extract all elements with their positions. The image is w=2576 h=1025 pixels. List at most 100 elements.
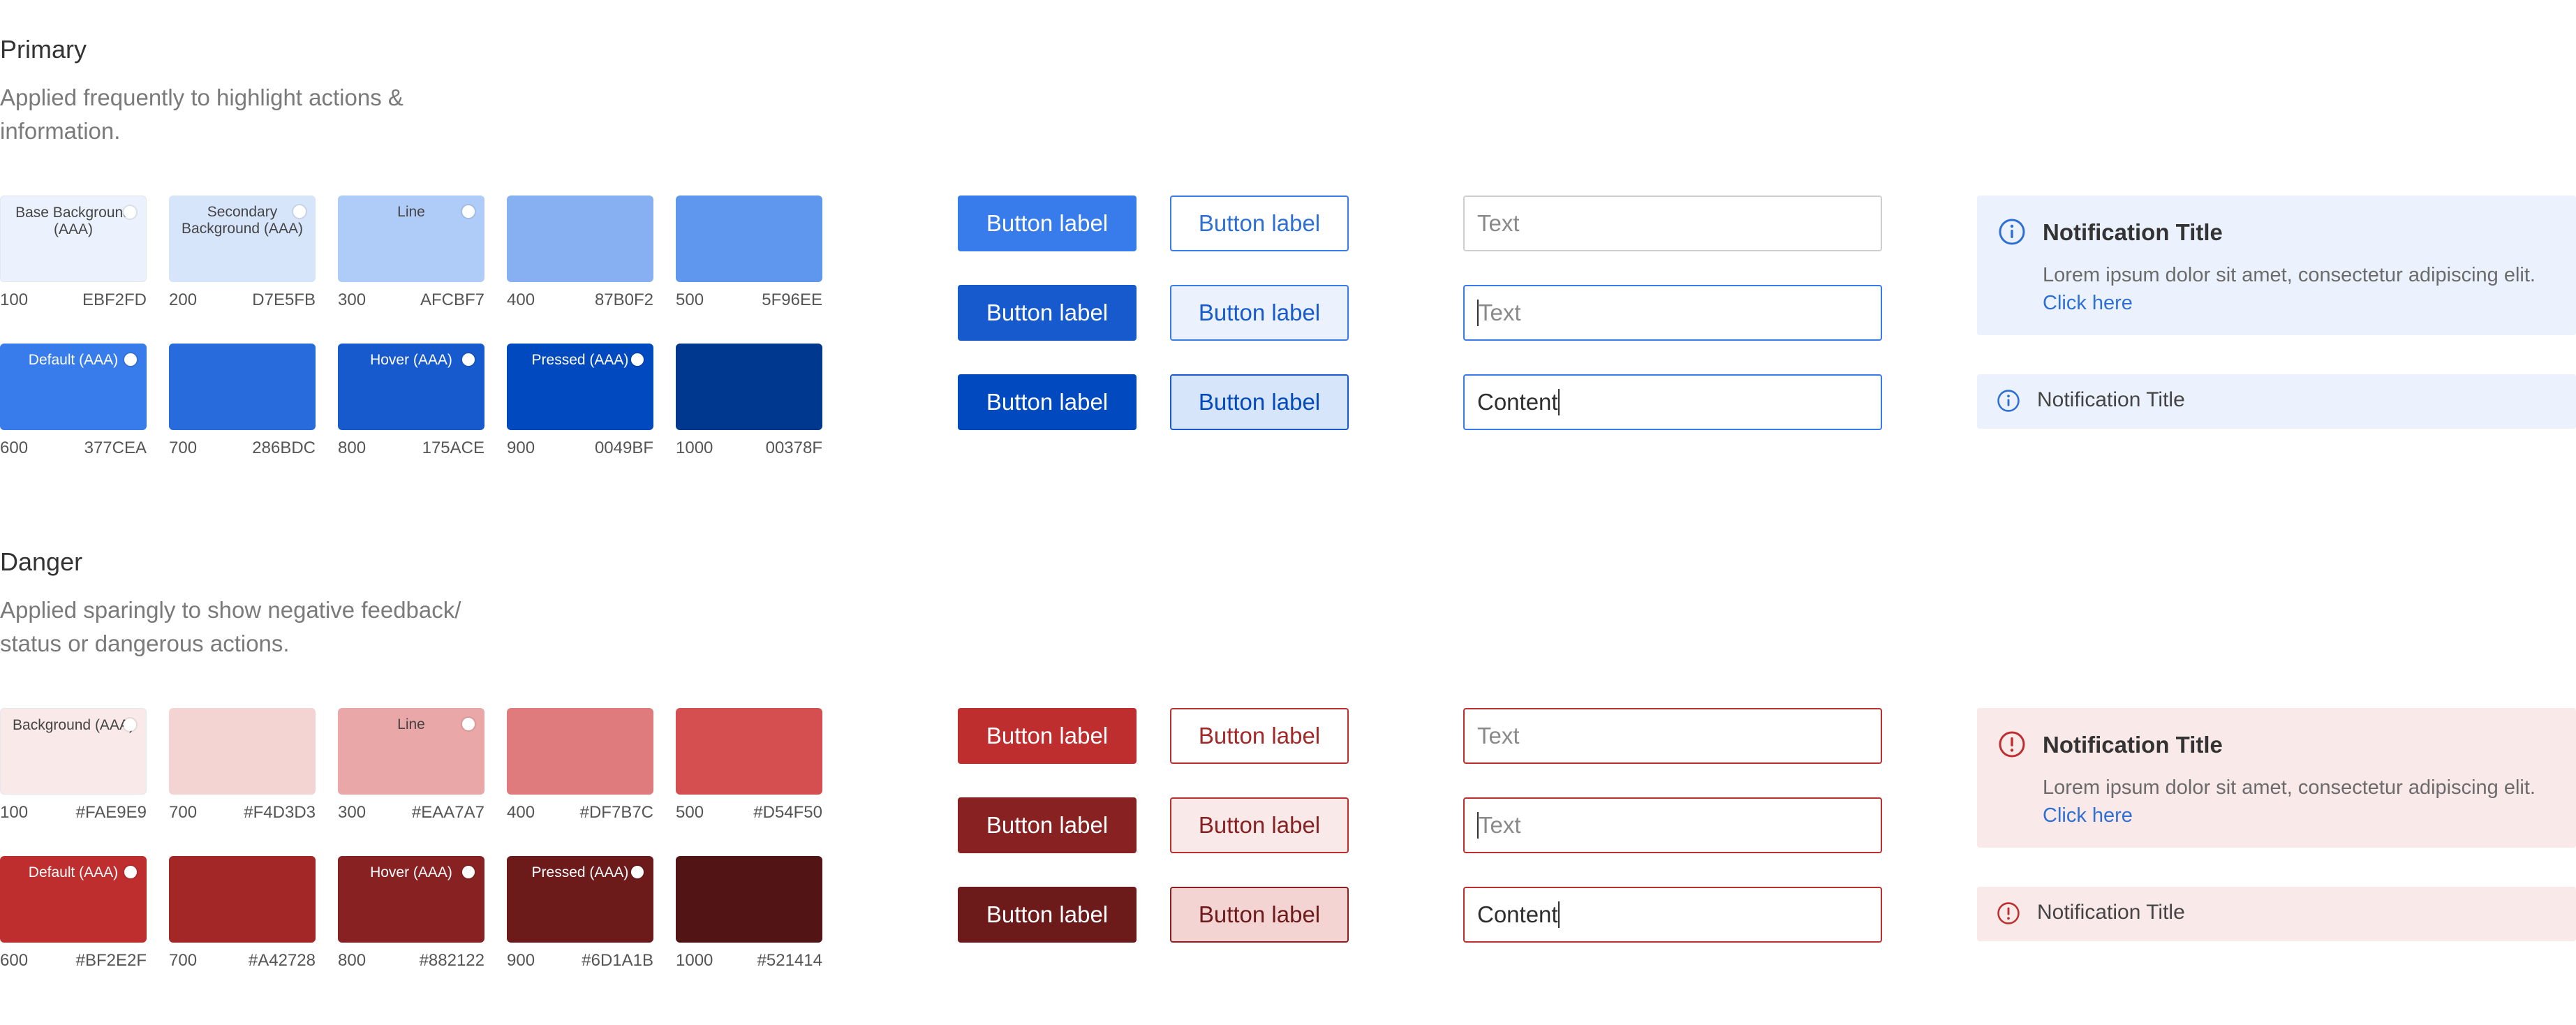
- input-placeholder: Text: [1479, 300, 1521, 325]
- color-swatch: Pressed (AAA): [507, 344, 653, 430]
- error-notification: Notification Title Lorem ipsum dolor sit…: [1977, 708, 2576, 848]
- swatch-number: 300: [338, 290, 367, 309]
- swatch-number: 100: [0, 290, 29, 309]
- input-value: Content: [1477, 389, 1558, 415]
- swatch-label: Line: [397, 716, 425, 732]
- danger-input-filled[interactable]: Content: [1463, 887, 1882, 943]
- color-swatch: [169, 708, 316, 795]
- danger-section: Danger Applied sparingly to show negativ…: [0, 512, 2576, 1025]
- swatch-hex: 0049BF: [594, 438, 653, 457]
- swatch-hex: #D54F50: [753, 803, 822, 822]
- section-description: Applied sparingly to show negative feedb…: [0, 597, 461, 656]
- input-placeholder: Text: [1477, 723, 1520, 749]
- swatch-label: Pressed (AAA): [531, 864, 629, 880]
- text-input-default[interactable]: Text: [1463, 196, 1882, 251]
- swatch-hex: 00378F: [765, 438, 822, 457]
- notification-text: Lorem ipsum dolor sit amet, consectetur …: [2043, 776, 2536, 799]
- swatch-label: Hover (AAA): [370, 864, 452, 880]
- secondary-button-hover[interactable]: Button label: [1170, 285, 1349, 341]
- swatch-number: 400: [507, 290, 535, 309]
- notification-body: Lorem ipsum dolor sit amet, consectetur …: [2043, 774, 2559, 829]
- swatch-hex: 286BDC: [252, 438, 316, 457]
- info-icon: [1997, 390, 2020, 412]
- swatch-hex: #BF2E2F: [75, 951, 147, 970]
- swatch-number: 400: [507, 803, 535, 822]
- swatch-number: 900: [507, 438, 535, 457]
- primary-button-default[interactable]: Button label: [958, 196, 1137, 251]
- section-title: Danger: [0, 547, 83, 576]
- color-swatch: [169, 856, 316, 943]
- danger-input-default[interactable]: Text: [1463, 708, 1882, 764]
- color-swatch: [676, 856, 822, 943]
- notification-title: Notification Title: [2037, 901, 2185, 924]
- swatch-label: Default (AAA): [28, 352, 119, 368]
- selected-indicator-icon: [124, 866, 137, 878]
- info-notification: Notification Title Lorem ipsum dolor sit…: [1977, 196, 2576, 335]
- swatch-number: 600: [0, 951, 29, 970]
- input-placeholder: Text: [1479, 812, 1521, 838]
- input-value: Content: [1477, 901, 1558, 927]
- section-title: Primary: [0, 35, 87, 64]
- danger-input-focused[interactable]: Text: [1463, 797, 1882, 853]
- selected-indicator-icon: [462, 718, 475, 730]
- swatch-hex: #EAA7A7: [411, 803, 484, 822]
- swatch-number: 700: [169, 951, 198, 970]
- swatch-number: 300: [338, 803, 367, 822]
- info-notification-compact: Notification Title: [1977, 374, 2576, 429]
- text-input-focused[interactable]: Text: [1463, 285, 1882, 341]
- color-swatch: [676, 196, 822, 282]
- selected-indicator-icon: [462, 866, 475, 878]
- selected-indicator-icon: [124, 206, 136, 219]
- color-swatch: [507, 196, 653, 282]
- swatch-hex: #521414: [757, 951, 822, 970]
- swatch-label: Pressed (AAA): [531, 352, 629, 368]
- swatch-number: 800: [338, 951, 367, 970]
- color-swatch: [676, 344, 822, 430]
- danger-secondary-button-pressed[interactable]: Button label: [1170, 887, 1349, 943]
- notification-title: Notification Title: [2043, 732, 2223, 758]
- selected-indicator-icon: [293, 205, 306, 218]
- primary-section: Primary Applied frequently to highlight …: [0, 0, 2576, 512]
- danger-button-hover[interactable]: Button label: [958, 797, 1137, 853]
- swatch-label: Secondary Background (AAA): [182, 204, 303, 237]
- color-swatch: Pressed (AAA): [507, 856, 653, 943]
- swatch-hex: 5F96EE: [762, 290, 822, 309]
- danger-button-default[interactable]: Button label: [958, 708, 1137, 764]
- color-swatch: [507, 708, 653, 795]
- swatch-hex: 175ACE: [422, 438, 484, 457]
- notification-title: Notification Title: [2037, 388, 2185, 411]
- color-swatch: Hover (AAA): [338, 344, 484, 430]
- swatch-number: 500: [676, 290, 704, 309]
- swatch-number: 100: [0, 803, 29, 822]
- swatch-hex: #DF7B7C: [579, 803, 653, 822]
- selected-indicator-icon: [462, 205, 475, 218]
- danger-secondary-button-hover[interactable]: Button label: [1170, 797, 1349, 853]
- selected-indicator-icon: [631, 866, 644, 878]
- swatch-hex: D7E5FB: [252, 290, 316, 309]
- danger-secondary-button-default[interactable]: Button label: [1170, 708, 1349, 764]
- selected-indicator-icon: [124, 718, 136, 731]
- primary-button-pressed[interactable]: Button label: [958, 374, 1137, 430]
- notification-link[interactable]: Click here: [2043, 292, 2133, 314]
- swatch-hex: #A42728: [248, 951, 316, 970]
- color-swatch: Background (AAA): [0, 708, 147, 795]
- selected-indicator-icon: [124, 353, 137, 366]
- swatch-label: Line: [397, 204, 425, 220]
- color-swatch: Line: [338, 708, 484, 795]
- swatch-number: 600: [0, 438, 29, 457]
- notification-link[interactable]: Click here: [2043, 804, 2133, 827]
- swatch-number: 700: [169, 438, 198, 457]
- swatch-number: 1000: [676, 951, 713, 970]
- section-description: Applied frequently to highlight actions …: [0, 84, 404, 144]
- notification-text: Lorem ipsum dolor sit amet, consectetur …: [2043, 264, 2536, 286]
- info-icon: [1999, 219, 2025, 245]
- swatch-hex: #882122: [419, 951, 484, 970]
- secondary-button-pressed[interactable]: Button label: [1170, 374, 1349, 430]
- danger-button-pressed[interactable]: Button label: [958, 887, 1137, 943]
- swatch-label: Hover (AAA): [370, 352, 452, 368]
- text-input-filled[interactable]: Content: [1463, 374, 1882, 430]
- secondary-button-default[interactable]: Button label: [1170, 196, 1349, 251]
- color-swatch: Base Background (AAA): [0, 196, 147, 282]
- primary-button-hover[interactable]: Button label: [958, 285, 1137, 341]
- color-swatch: Line: [338, 196, 484, 282]
